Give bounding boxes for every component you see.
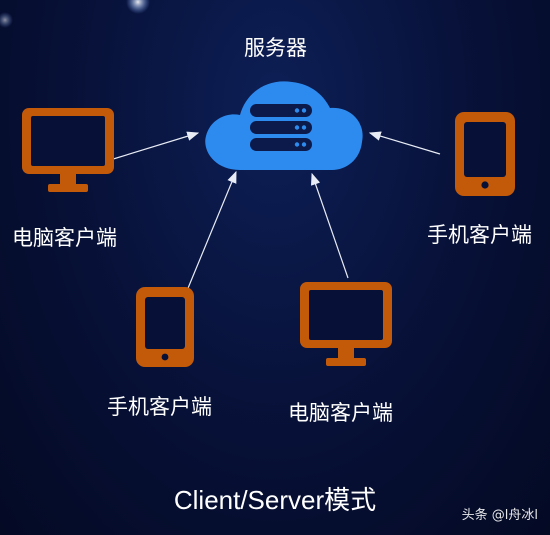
- desktop-monitor-icon: [22, 108, 114, 192]
- desktop-monitor-icon: [300, 282, 392, 366]
- watermark: 头条 @l舟冰l: [461, 508, 538, 523]
- connection-arrows: [109, 131, 441, 294]
- pc-bottom-label: 电脑客户端: [288, 401, 393, 425]
- phone-right-label: 手机客户端: [427, 223, 532, 247]
- mobile-phone-icon: [136, 287, 194, 367]
- arrow-pc-bottom-to-server: [310, 172, 349, 279]
- phone-bottom-label: 手机客户端: [107, 395, 212, 419]
- server-label: 服务器: [244, 36, 307, 60]
- star-glow: [126, 0, 150, 14]
- pc-left-label: 电脑客户端: [12, 226, 117, 250]
- mobile-phone-icon: [455, 112, 515, 196]
- diagram-caption: Client/Server模式: [173, 485, 377, 515]
- arrow-phone-bottom-to-server: [185, 170, 237, 294]
- arrow-phone-right-to-server: [368, 131, 441, 155]
- arrow-pc-left-to-server: [109, 131, 200, 161]
- cloud-server-icon: [205, 81, 363, 170]
- star-glow: [0, 12, 13, 28]
